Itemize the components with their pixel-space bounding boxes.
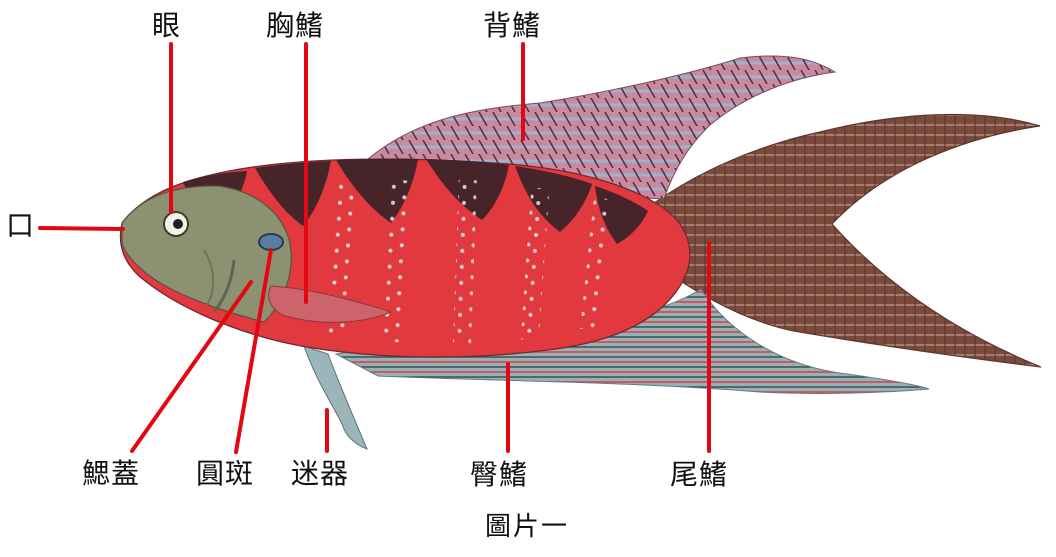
pectoral-fin-label: 胸鰭 xyxy=(266,10,324,42)
labyrinth-organ-label: 迷器 xyxy=(291,458,349,490)
mouth-pointer-line xyxy=(40,228,123,229)
dorsal-fin-label: 背鰭 xyxy=(483,10,541,42)
anal-fin-label: 臀鰭 xyxy=(470,459,528,491)
mouth-label: 口 xyxy=(6,210,35,242)
operculum-label: 鰓蓋 xyxy=(82,458,140,490)
fish-illustration xyxy=(120,56,1041,449)
round-spot-label: 圓斑 xyxy=(196,458,254,490)
figure-caption: 圖片一 xyxy=(485,512,569,542)
caudal-fin-label: 尾鰭 xyxy=(670,459,728,491)
eye-label: 眼 xyxy=(152,10,181,42)
eye-pupil xyxy=(173,219,183,229)
round-spot-marking xyxy=(259,234,283,250)
